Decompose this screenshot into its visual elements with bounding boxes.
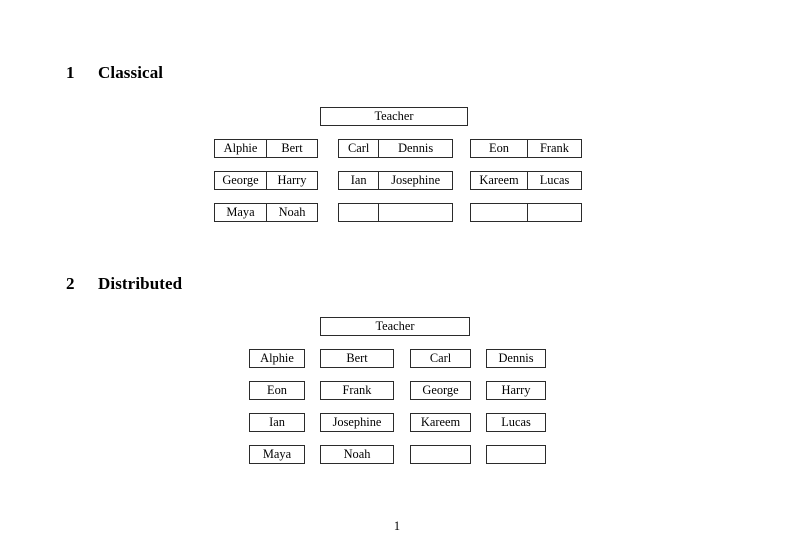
- section-heading-distributed: 2 Distributed: [66, 274, 182, 294]
- worker-cell[interactable]: Maya: [215, 204, 267, 221]
- worker-cell[interactable]: Eon: [471, 140, 528, 157]
- table-row[interactable]: [470, 203, 582, 222]
- worker-box[interactable]: Maya: [249, 445, 305, 464]
- worker-box[interactable]: Kareem: [410, 413, 471, 432]
- worker-cell[interactable]: Alphie: [215, 140, 267, 157]
- worker-box[interactable]: Ian: [249, 413, 305, 432]
- section-title: Distributed: [98, 274, 183, 293]
- worker-cell-empty[interactable]: [471, 204, 528, 221]
- table-row[interactable]: George Harry: [214, 171, 318, 190]
- worker-cell[interactable]: Frank: [540, 141, 569, 155]
- teacher-box-classical[interactable]: Teacher: [320, 107, 468, 126]
- table-row[interactable]: Ian Josephine: [338, 171, 453, 190]
- table-row[interactable]: Kareem Lucas: [470, 171, 582, 190]
- section-heading-classical: 1 Classical: [66, 63, 163, 83]
- worker-box[interactable]: Alphie: [249, 349, 305, 368]
- worker-cell[interactable]: Harry: [277, 173, 307, 187]
- worker-cell[interactable]: Noah: [278, 205, 306, 219]
- worker-cell[interactable]: Josephine: [391, 173, 441, 187]
- worker-box[interactable]: Carl: [410, 349, 471, 368]
- worker-cell[interactable]: Kareem: [471, 172, 528, 189]
- section-number: 1: [66, 63, 75, 82]
- section-number: 2: [66, 274, 75, 293]
- worker-box[interactable]: Harry: [486, 381, 546, 400]
- worker-cell[interactable]: Bert: [281, 141, 303, 155]
- worker-box[interactable]: Frank: [320, 381, 394, 400]
- worker-cell-empty[interactable]: [379, 204, 452, 221]
- worker-cell-empty[interactable]: [528, 204, 581, 221]
- worker-box[interactable]: Lucas: [486, 413, 546, 432]
- worker-box[interactable]: Josephine: [320, 413, 394, 432]
- worker-cell[interactable]: George: [215, 172, 267, 189]
- table-row[interactable]: [338, 203, 453, 222]
- table-row[interactable]: Carl Dennis: [338, 139, 453, 158]
- table-row[interactable]: Eon Frank: [470, 139, 582, 158]
- worker-box[interactable]: George: [410, 381, 471, 400]
- section-title: Classical: [98, 63, 164, 82]
- worker-box[interactable]: Bert: [320, 349, 394, 368]
- worker-cell-empty[interactable]: [339, 204, 380, 221]
- worker-cell[interactable]: Lucas: [539, 173, 570, 187]
- worker-box[interactable]: Eon: [249, 381, 305, 400]
- table-row[interactable]: Alphie Bert: [214, 139, 318, 158]
- teacher-box-distributed[interactable]: Teacher: [320, 317, 470, 336]
- page-number: 1: [393, 519, 401, 533]
- worker-box-empty[interactable]: [486, 445, 546, 464]
- worker-box-empty[interactable]: [410, 445, 471, 464]
- table-row[interactable]: Maya Noah: [214, 203, 318, 222]
- worker-box[interactable]: Dennis: [486, 349, 546, 368]
- worker-cell[interactable]: Ian: [339, 172, 380, 189]
- worker-cell[interactable]: Dennis: [398, 141, 434, 155]
- worker-cell[interactable]: Carl: [339, 140, 380, 157]
- worker-box[interactable]: Noah: [320, 445, 394, 464]
